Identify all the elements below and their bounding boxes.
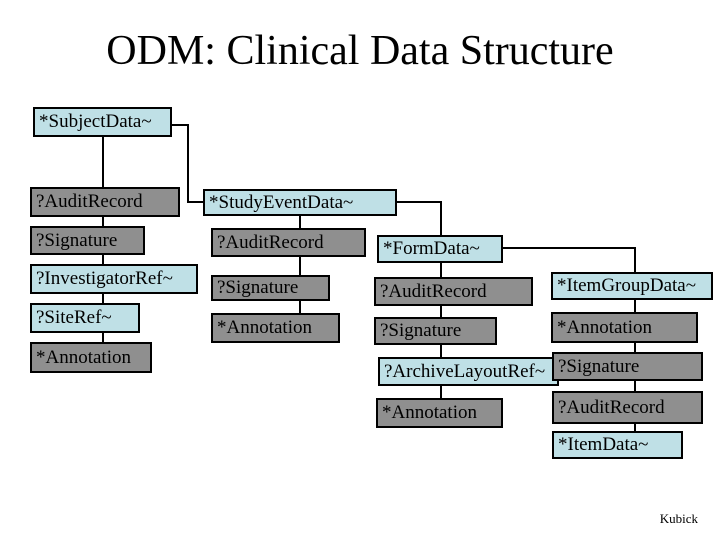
- connector-line: [440, 345, 442, 357]
- connector-line: [634, 300, 636, 312]
- author-credit: Kubick: [659, 511, 698, 526]
- connector-line: [634, 424, 636, 431]
- connector-line: [299, 301, 301, 313]
- node-investigator-ref: ?InvestigatorRef~: [30, 264, 198, 294]
- connector-line: [102, 294, 104, 303]
- node-form-annotation: *Annotation: [376, 398, 503, 428]
- node-site-ref: ?SiteRef~: [30, 303, 140, 333]
- connector-line: [634, 247, 636, 272]
- node-subject-audit-record: ?AuditRecord: [30, 187, 180, 217]
- node-item-data: *ItemData~: [552, 431, 683, 459]
- connector-line: [634, 381, 636, 391]
- node-item-group-audit-record: ?AuditRecord: [552, 391, 703, 424]
- node-study-event-annotation: *Annotation: [211, 313, 340, 343]
- node-item-group-data: *ItemGroupData~: [551, 272, 713, 300]
- connector-line: [440, 306, 442, 317]
- node-archive-layout-ref: ?ArchiveLayoutRef~: [378, 357, 559, 386]
- connector-line: [102, 217, 104, 226]
- connector-line: [172, 124, 189, 126]
- connector-line: [440, 201, 442, 235]
- node-subject-annotation: *Annotation: [30, 342, 152, 373]
- node-study-event-data: *StudyEventData~: [203, 189, 397, 216]
- connector-line: [187, 124, 189, 203]
- node-item-group-signature: ?Signature: [552, 352, 703, 381]
- connector-line: [102, 255, 104, 264]
- node-study-event-audit-record: ?AuditRecord: [211, 228, 366, 257]
- connector-line: [440, 263, 442, 277]
- node-study-event-signature: ?Signature: [211, 275, 330, 301]
- node-form-audit-record: ?AuditRecord: [374, 277, 533, 306]
- connector-line: [299, 257, 301, 275]
- connector-line: [503, 247, 636, 249]
- node-subject-data: *SubjectData~: [33, 107, 172, 137]
- connector-line: [102, 333, 104, 342]
- connector-line: [299, 216, 301, 228]
- slide-title: ODM: Clinical Data Structure: [106, 28, 614, 74]
- connector-line: [634, 343, 636, 352]
- node-form-signature: ?Signature: [374, 317, 497, 345]
- connector-line: [187, 201, 203, 203]
- node-subject-signature: ?Signature: [30, 226, 145, 255]
- node-form-data: *FormData~: [377, 235, 503, 263]
- connector-line: [440, 386, 442, 398]
- connector-line: [102, 137, 104, 187]
- connector-line: [397, 201, 442, 203]
- node-item-group-annotation: *Annotation: [551, 312, 698, 343]
